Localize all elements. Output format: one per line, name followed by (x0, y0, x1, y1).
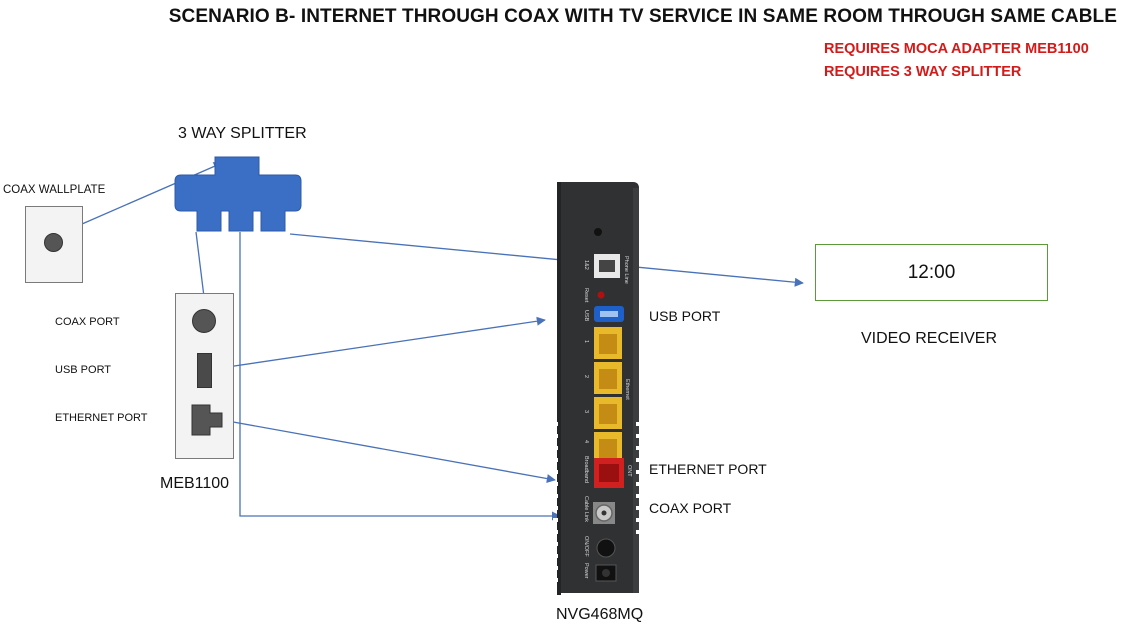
wallplate-coax-port (44, 233, 63, 252)
line-meb-usb-router (213, 316, 546, 370)
wallplate-label: COAX WALLPLATE (3, 184, 106, 196)
router-power-text: Power (583, 563, 589, 579)
router-port3-text: 3 (583, 410, 589, 413)
router-ont-text: ONT (626, 465, 632, 477)
router-port1-text: 1 (583, 340, 589, 343)
router-port4-text: 4 (583, 440, 589, 443)
meb-coax-port (192, 309, 216, 333)
router-usb-callout: USB PORT (649, 308, 721, 324)
router-usb-text: USB (583, 310, 589, 322)
router-line12-text: 1&2 (583, 260, 589, 270)
receiver-display: 12:00 (907, 262, 956, 283)
router-reset-text: Reset (583, 288, 589, 303)
meb-usb-port (197, 353, 212, 388)
router-coax-callout: COAX PORT (649, 500, 732, 516)
router-nvg468mq: Phone Line 1&2 Reset USB 1 2 3 4 Etherne… (553, 182, 640, 595)
requirement-moca: REQUIRES MOCA ADAPTER MEB1100 (824, 41, 1089, 57)
router-cable-link-text: Cable Link (583, 496, 589, 522)
requirement-splitter: REQUIRES 3 WAY SPLITTER (824, 64, 1022, 80)
line-splitter-meb (195, 231, 209, 306)
meb-ethernet-port (191, 404, 223, 436)
meb-label: MEB1100 (160, 475, 230, 492)
line-meb-ethernet-router (221, 419, 556, 484)
router-ethernet-text: Ethernet (624, 379, 630, 400)
coax-wallplate (25, 206, 83, 283)
meb-usb-label: USB PORT (55, 364, 112, 376)
router-phone-line-text: Phone Line (623, 256, 629, 284)
line-wallplate-splitter (81, 162, 223, 225)
router-ethernet-callout: ETHERNET PORT (649, 461, 767, 477)
line-splitter-receiver (289, 233, 804, 287)
diagram-title: SCENARIO B- INTERNET THROUGH COAX WITH T… (168, 6, 1117, 27)
router-port2-text: 2 (583, 375, 589, 378)
splitter-label: 3 WAY SPLITTER (178, 125, 307, 142)
splitter-icon (174, 156, 302, 232)
line-splitter-router-coax (239, 232, 561, 521)
router-broadband-text: Broadband (583, 456, 589, 483)
meb1100-device (175, 293, 234, 459)
meb-ethernet-label: ETHERNET PORT (55, 412, 148, 424)
meb-coax-label: COAX PORT (55, 316, 120, 328)
router-label: NVG468MQ (556, 606, 644, 623)
video-receiver-device: 12:00 (815, 244, 1048, 301)
router-on-off-text: ON/OFF (583, 536, 589, 557)
receiver-label: VIDEO RECEIVER (861, 330, 998, 347)
